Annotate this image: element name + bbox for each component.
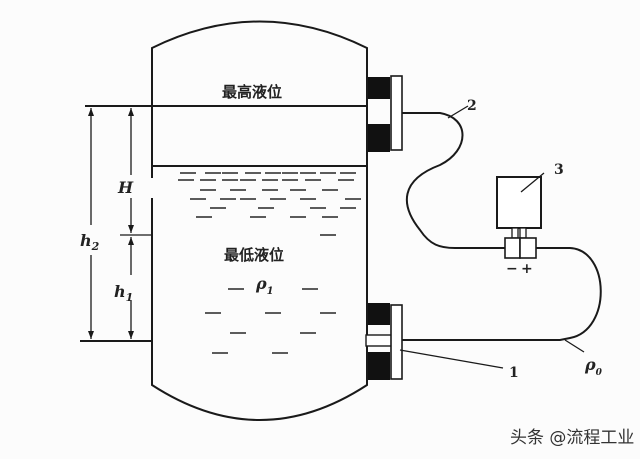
minus-port-label: − — [506, 261, 518, 277]
callout-3: 3 — [554, 162, 564, 178]
dimension-H — [128, 108, 134, 233]
transmitter — [496, 176, 542, 259]
lower-flange — [365, 303, 403, 380]
H-label: H — [117, 178, 134, 197]
plus-port-label: + — [521, 261, 533, 277]
impulse-pipe-upper — [402, 112, 505, 249]
h2-label: h2 — [80, 231, 100, 253]
callout-1: 1 — [509, 365, 519, 381]
max-level-label: 最高液位 — [222, 83, 282, 101]
tank — [151, 20, 368, 421]
watermark: 头条 @流程工业 — [510, 428, 634, 448]
liquid-dashes — [178, 172, 361, 354]
leader-rho0 — [564, 339, 585, 353]
rho1-label: ρ1 — [255, 274, 274, 297]
dimension-h1 — [128, 237, 134, 339]
leader-2 — [447, 105, 469, 119]
leader-1 — [399, 349, 504, 369]
min-level-label: 最低液位 — [224, 246, 284, 264]
impulse-pipe-lower — [402, 247, 602, 341]
rho0-label: ρ0 — [584, 355, 603, 378]
callout-2: 2 — [467, 98, 477, 114]
h1-label: h1 — [114, 282, 133, 304]
upper-flange — [368, 75, 403, 152]
leader-3 — [520, 172, 545, 193]
dimension-h2 — [88, 108, 94, 339]
